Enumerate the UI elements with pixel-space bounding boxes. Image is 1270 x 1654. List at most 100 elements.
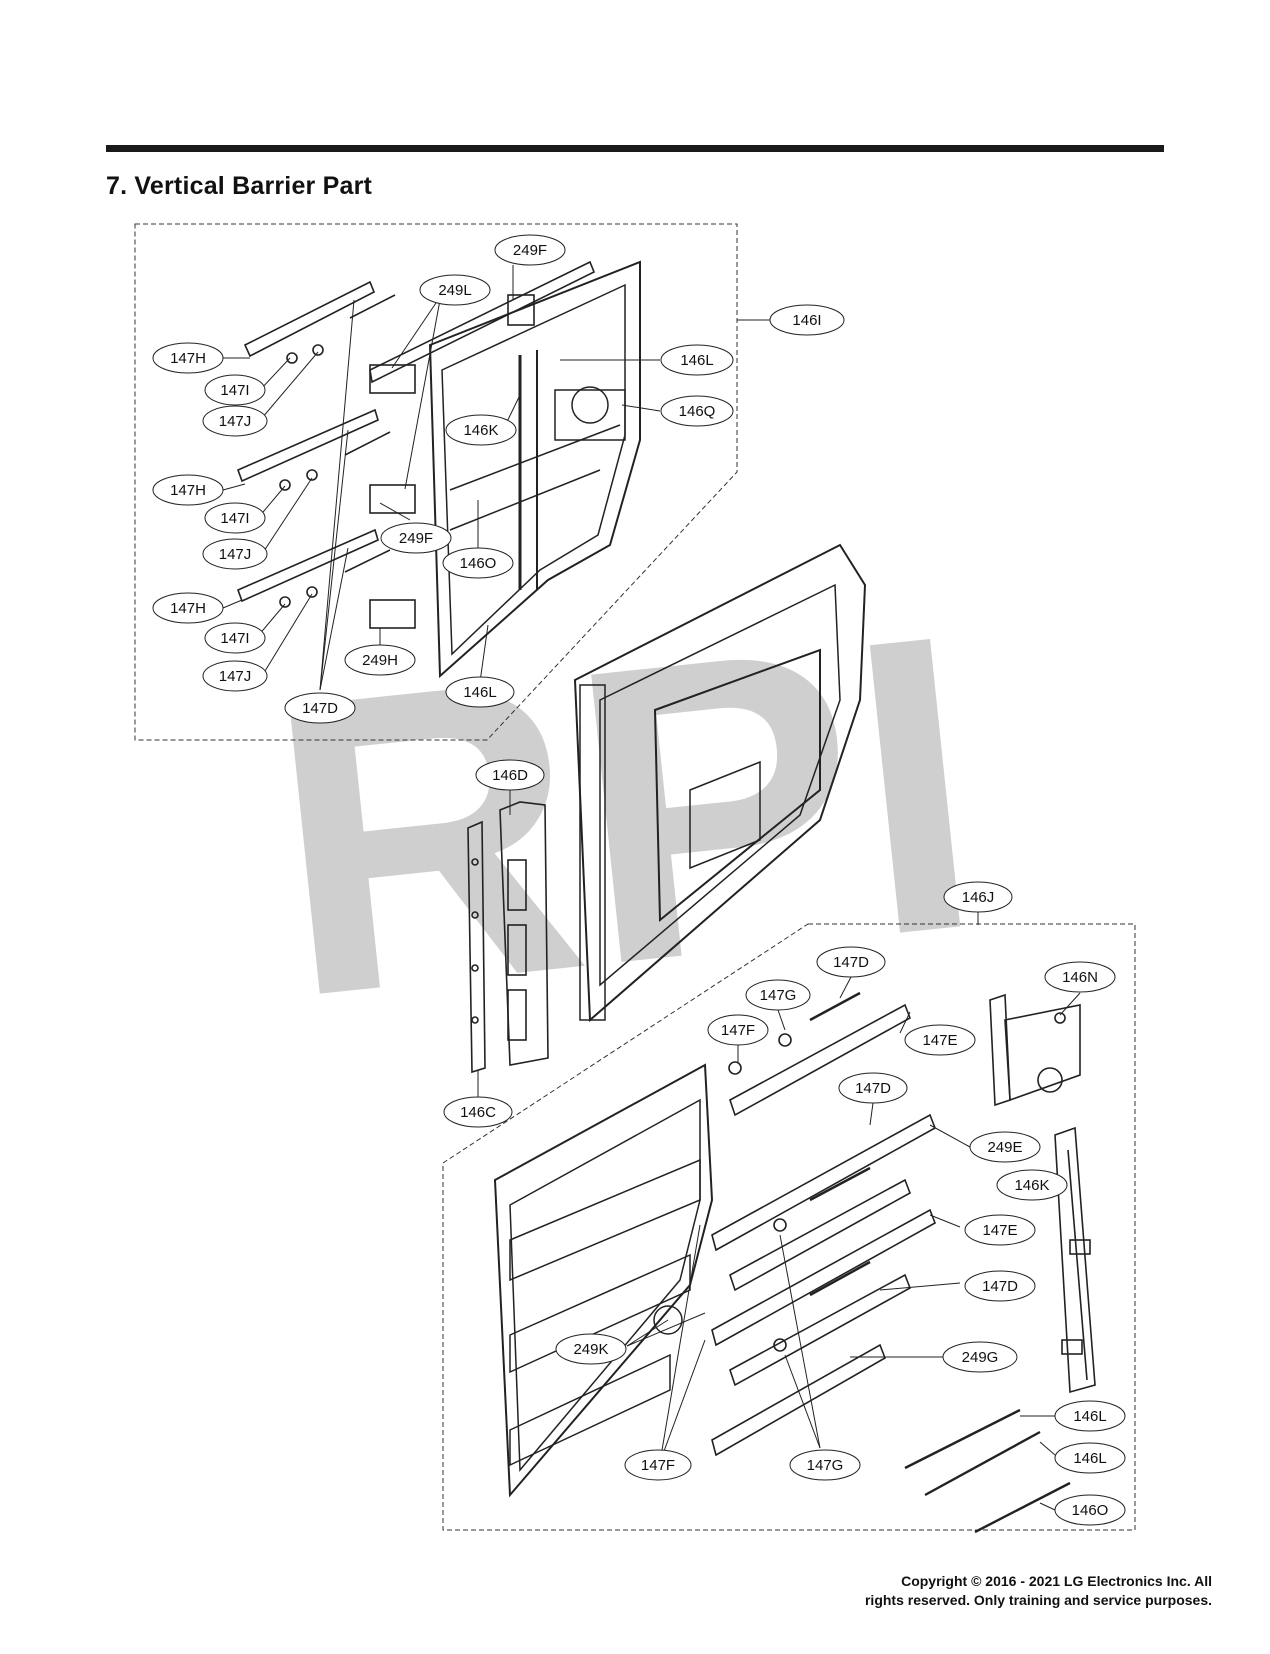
svg-text:146I: 146I <box>792 312 821 329</box>
svg-text:249G: 249G <box>962 1349 999 1366</box>
bracket-146n <box>989 993 1081 1107</box>
svg-text:146K: 146K <box>463 422 498 439</box>
svg-text:146D: 146D <box>492 767 528 784</box>
svg-text:147F: 147F <box>721 1022 755 1039</box>
callout-146j: 146J <box>943 881 1013 913</box>
callout-147e-2: 147E <box>964 1214 1036 1246</box>
svg-text:147D: 147D <box>833 954 869 971</box>
svg-text:147F: 147F <box>641 1457 675 1474</box>
callout-147j-2: 147J <box>202 538 268 570</box>
svg-text:147J: 147J <box>219 413 252 430</box>
svg-text:146O: 146O <box>460 555 497 572</box>
callout-249f-top: 249F <box>494 234 566 266</box>
copyright-notice: Copyright © 2016 - 2021 LG Electronics I… <box>865 1572 1212 1610</box>
callout-147d-lower-1: 147D <box>816 946 886 978</box>
callout-249k: 249K <box>555 1333 627 1365</box>
svg-text:147G: 147G <box>760 987 797 1004</box>
lower-barrier-frame <box>493 1063 714 1498</box>
svg-text:146L: 146L <box>463 684 496 701</box>
callout-249e: 249E <box>969 1131 1041 1163</box>
callout-146l-top: 146L <box>660 344 734 376</box>
section-title: 7. Vertical Barrier Part <box>106 172 373 200</box>
svg-text:249L: 249L <box>438 282 471 299</box>
callout-147h-3: 147H <box>152 592 224 624</box>
rods-146l-146o <box>904 1408 1071 1534</box>
callout-147f-1: 147F <box>707 1014 769 1046</box>
svg-text:147E: 147E <box>922 1032 957 1049</box>
svg-text:146N: 146N <box>1062 969 1098 986</box>
leader-lines <box>222 265 1081 1511</box>
callout-146o-top: 146O <box>442 547 514 579</box>
callout-147j-3: 147J <box>202 660 268 692</box>
callout-249g: 249G <box>942 1341 1018 1373</box>
svg-text:147H: 147H <box>170 350 206 367</box>
svg-text:146K: 146K <box>1014 1177 1049 1194</box>
callout-146q: 146Q <box>660 395 734 427</box>
callout-147i-2: 147I <box>204 502 266 534</box>
callout-147h-1: 147H <box>152 342 224 374</box>
svg-text:146L: 146L <box>680 352 713 369</box>
callout-147i-3: 147I <box>204 622 266 654</box>
middle-barrier-panel <box>573 543 867 1023</box>
svg-text:146L: 146L <box>1073 1408 1106 1425</box>
callout-146d: 146D <box>475 759 545 791</box>
watermark: RPI <box>252 546 997 1086</box>
guide-146k-lower <box>1054 1126 1096 1394</box>
svg-text:146L: 146L <box>1073 1450 1106 1467</box>
callout-146n: 146N <box>1044 961 1116 993</box>
callout-147d-lower-3: 147D <box>964 1270 1036 1302</box>
svg-text:146J: 146J <box>962 889 995 906</box>
callout-146l-mid: 146L <box>445 676 515 708</box>
callout-249l: 249L <box>419 274 491 306</box>
group-146j-boundary <box>442 923 1136 1531</box>
side-guide-146d <box>499 801 549 1066</box>
callout-146k-lower: 146K <box>996 1169 1068 1201</box>
svg-text:249H: 249H <box>362 652 398 669</box>
callout-147i-1: 147I <box>204 374 266 406</box>
svg-text:146C: 146C <box>460 1104 496 1121</box>
svg-text:249F: 249F <box>399 530 433 547</box>
callout-147d-top: 147D <box>284 692 356 724</box>
svg-text:147G: 147G <box>807 1457 844 1474</box>
svg-text:147D: 147D <box>855 1080 891 1097</box>
callout-147e-1: 147E <box>904 1024 976 1056</box>
svg-text:147E: 147E <box>982 1222 1017 1239</box>
group-146i-boundary <box>134 223 738 741</box>
lower-slide-rails <box>711 991 936 1457</box>
svg-text:147H: 147H <box>170 600 206 617</box>
side-guide-146c <box>467 820 486 1074</box>
callout-146c: 146C <box>443 1096 513 1128</box>
callout-147g-2: 147G <box>789 1449 861 1481</box>
svg-text:147J: 147J <box>219 668 252 685</box>
callout-147f-2: 147F <box>624 1449 692 1481</box>
callout-147h-2: 147H <box>152 474 224 506</box>
svg-text:147I: 147I <box>220 630 249 647</box>
svg-text:146Q: 146Q <box>679 403 716 420</box>
svg-text:147H: 147H <box>170 482 206 499</box>
svg-text:249K: 249K <box>573 1341 608 1358</box>
svg-text:147I: 147I <box>220 510 249 527</box>
callout-147d-lower-2: 147D <box>838 1072 908 1104</box>
svg-text:249F: 249F <box>513 242 547 259</box>
callout-146o-lower: 146O <box>1054 1494 1126 1526</box>
copyright-line-2: rights reserved. Only training and servi… <box>864 1592 1212 1608</box>
callout-146l-lower-1: 146L <box>1054 1400 1126 1432</box>
copyright-line-1: Copyright © 2016 - 2021 LG Electronics I… <box>901 1573 1212 1589</box>
svg-text:147D: 147D <box>302 700 338 717</box>
svg-text:147J: 147J <box>219 546 252 563</box>
callout-147g-1: 147G <box>745 979 811 1011</box>
callout-146i: 146I <box>769 304 845 336</box>
svg-text:249E: 249E <box>987 1139 1022 1156</box>
callouts: 249F 249L 146I 147H 147I 147J 146L 146Q … <box>152 234 1126 1526</box>
svg-text:147D: 147D <box>982 1278 1018 1295</box>
upper-slide-rails <box>236 260 596 629</box>
callout-146l-lower-2: 146L <box>1054 1442 1126 1474</box>
svg-text:146O: 146O <box>1072 1502 1109 1519</box>
header-rule <box>106 145 1164 152</box>
svg-text:147I: 147I <box>220 382 249 399</box>
upper-barrier-frame <box>428 260 641 679</box>
callout-249h: 249H <box>344 644 416 676</box>
callout-147j-1: 147J <box>202 405 268 437</box>
callout-249f-mid: 249F <box>380 522 452 554</box>
